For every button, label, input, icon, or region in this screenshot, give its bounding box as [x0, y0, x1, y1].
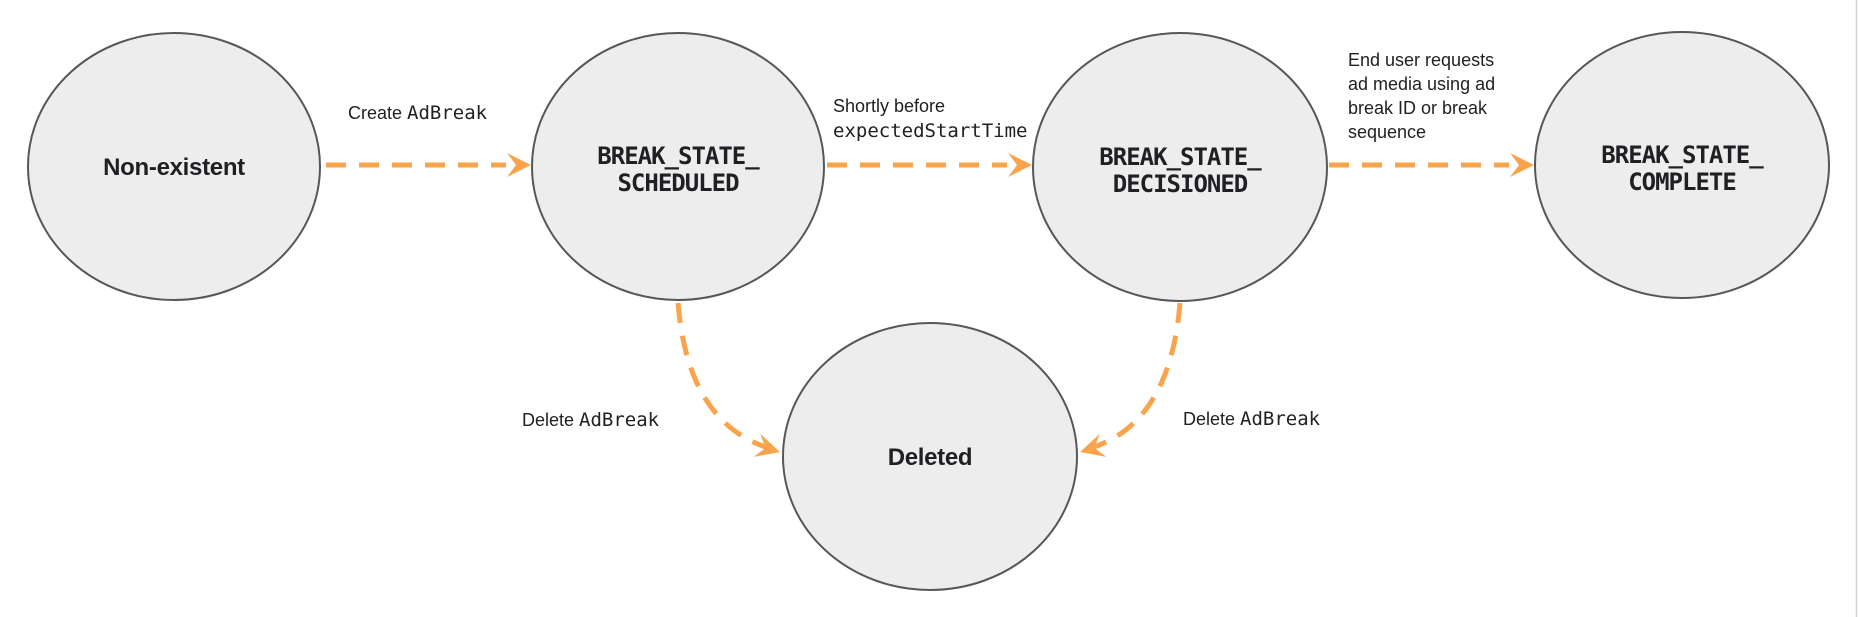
arrowhead-right-icon	[507, 153, 531, 177]
transition-delete-adbreak-right-label: Delete AdBreak	[1183, 408, 1321, 430]
transition-create-adbreak-label: Create AdBreak	[348, 102, 488, 124]
state-node-non-existent	[27, 32, 321, 301]
arrowhead-down-left-icon	[1080, 433, 1107, 457]
state-node-deleted	[782, 322, 1078, 591]
state-label-break-state-decisioned: BREAK_STATE_DECISIONED	[1099, 143, 1262, 198]
transition-delete-adbreak-right-line	[1087, 302, 1183, 452]
state-node-break-state-decisioned	[1032, 32, 1328, 302]
transition-delete-adbreak-left-label: Delete AdBreak	[522, 409, 660, 431]
arrowhead-right-icon	[1008, 153, 1032, 177]
state-node-break-state-scheduled	[531, 32, 825, 301]
arrowhead-down-right-icon	[753, 433, 780, 457]
state-label-non-existent: Non-existent	[103, 154, 245, 181]
state-node-break-state-complete	[1534, 31, 1830, 299]
state-label-deleted: Deleted	[888, 444, 973, 471]
arrowhead-right-icon	[1510, 153, 1534, 177]
transition-delete-adbreak-left-line	[675, 302, 773, 452]
state-label-break-state-scheduled: BREAK_STATE_SCHEDULED	[597, 142, 760, 197]
state-label-break-state-complete: BREAK_STATE_COMPLETE	[1601, 141, 1764, 196]
